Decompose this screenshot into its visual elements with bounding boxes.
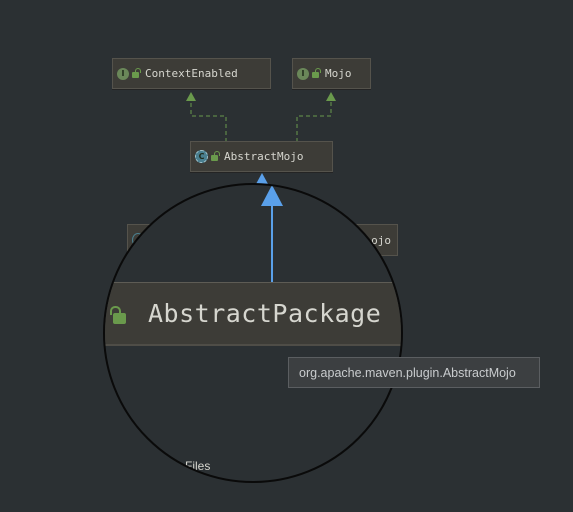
lock-open-icon	[312, 68, 321, 78]
tooltip: org.apache.maven.plugin.AbstractMojo	[288, 357, 540, 388]
node-context-enabled[interactable]: I ContextEnabled	[112, 58, 271, 89]
magnified-node-label: AbstractPackage	[148, 299, 382, 328]
lock-open-icon	[132, 68, 141, 78]
lock-open-icon	[211, 151, 220, 161]
tooltip-text: org.apache.maven.plugin.AbstractMojo	[299, 365, 516, 380]
magnifier-lens: AbstractPackage Files	[103, 183, 403, 483]
interface-icon: I	[297, 67, 309, 80]
arrowhead-mojo	[326, 92, 336, 101]
edge-implements-mojo	[296, 100, 332, 142]
arrowhead-abstract-mojo	[256, 173, 268, 184]
magnified-node-abstract-package[interactable]: AbstractPackage	[105, 282, 401, 346]
node-label: Mojo	[325, 67, 352, 80]
node-abstract-mojo[interactable]: C AbstractMojo	[190, 141, 333, 172]
interface-icon: I	[117, 67, 129, 80]
node-mojo[interactable]: I Mojo	[292, 58, 371, 89]
magnified-edge	[261, 185, 283, 282]
arrowhead-context-enabled	[186, 92, 196, 101]
abstract-class-icon: C	[195, 150, 208, 163]
node-label: ojo	[371, 234, 391, 247]
lock-open-icon	[110, 306, 126, 324]
magnified-footer-text: Files	[185, 459, 211, 473]
edge-implements-context-enabled	[190, 100, 227, 142]
node-label: AbstractMojo	[224, 150, 304, 163]
magnified-arrowhead	[261, 185, 283, 206]
node-label: ContextEnabled	[145, 67, 238, 80]
